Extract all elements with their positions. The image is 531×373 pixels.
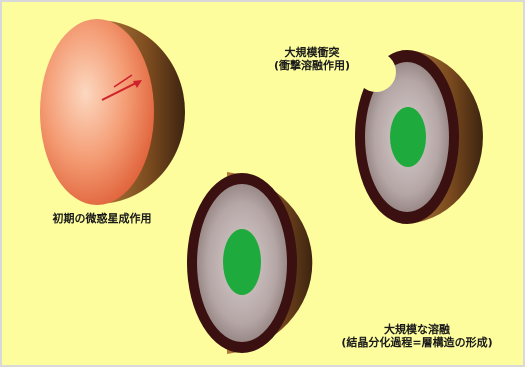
sphere-differentiated-core — [223, 229, 261, 295]
sphere-initial — [40, 19, 185, 205]
sphere-initial-face — [40, 19, 154, 205]
sphere-differentiated — [187, 172, 312, 354]
label-initial-accretion: 初期の微惑星成作用 — [42, 212, 162, 225]
sphere-impact — [355, 50, 483, 224]
label-differentiation-sub: (結晶分化過程=層構造の形成) — [302, 336, 531, 349]
label-giant-impact-sub: (衝撃溶融作用) — [242, 59, 382, 72]
diagram-frame: 初期の微惑星成作用 大規模衝突 (衝撃溶融作用) 大規模な溶融 (結晶分化過程=… — [0, 0, 525, 367]
label-initial-accretion-text: 初期の微惑星成作用 — [53, 212, 152, 225]
label-giant-impact: 大規模衝突 (衝撃溶融作用) — [242, 46, 382, 72]
sphere-impact-core — [390, 107, 426, 167]
label-differentiation-title: 大規模な溶融 — [302, 323, 531, 336]
label-giant-impact-title: 大規模衝突 — [242, 46, 382, 59]
label-differentiation: 大規模な溶融 (結晶分化過程=層構造の形成) — [302, 323, 531, 349]
